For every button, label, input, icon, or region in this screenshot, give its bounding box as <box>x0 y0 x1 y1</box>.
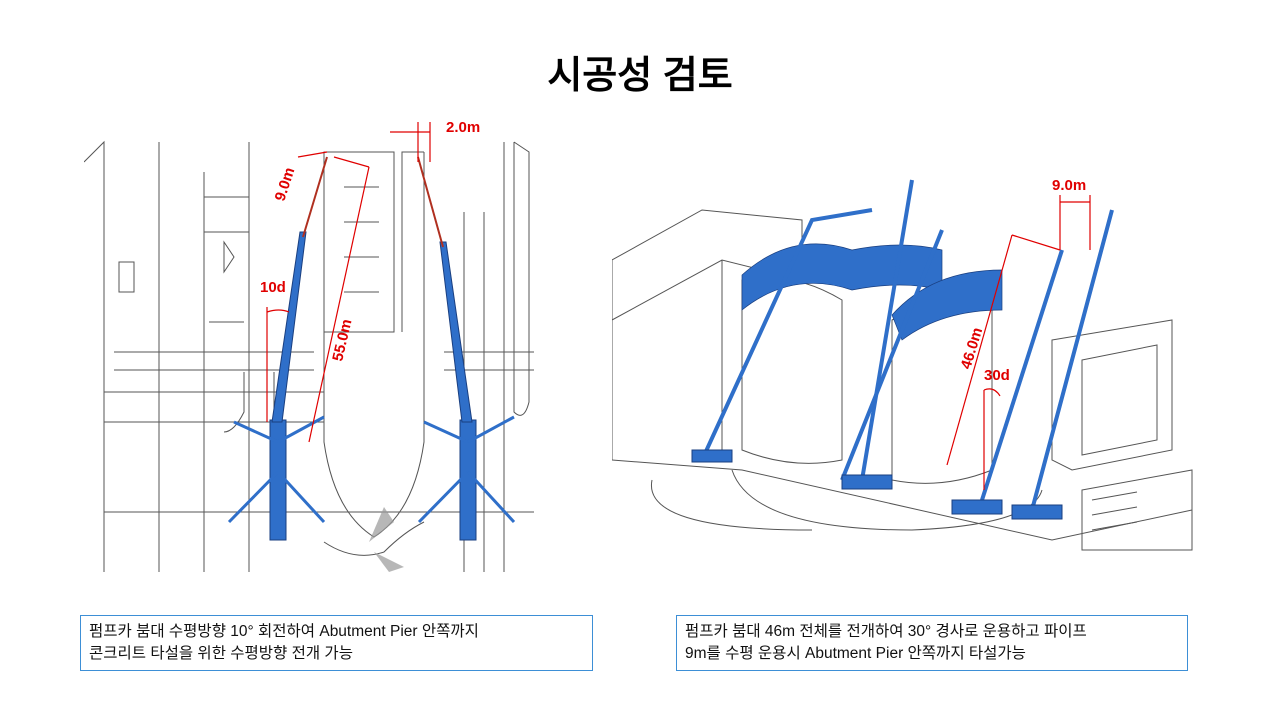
tilt-angle-label: 30d <box>984 367 1010 384</box>
isometric-view-drawing: 9.0m 46.0m 30d <box>611 170 1194 555</box>
north-arrow-icon <box>369 507 404 572</box>
boom-length-label: 55.0m <box>329 318 355 363</box>
right-caption-box: 펌프카 붐대 46m 전체를 전개하여 30° 경사로 운용하고 파이프 9m를… <box>676 615 1188 671</box>
caption-line: 9m를 수평 운용시 Abutment Pier 안쪽까지 타설가능 <box>685 645 1026 662</box>
slide-title: 시공성 검토 <box>547 55 733 97</box>
boom-length-label: 46.0m <box>958 326 987 372</box>
caption-line: 펌프카 붐대 46m 전체를 전개하여 30° 경사로 운용하고 파이프 <box>685 623 1087 640</box>
left-caption-box: 펌프카 붐대 수평방향 10° 회전하여 Abutment Pier 안쪽까지 … <box>80 615 593 671</box>
offset-dimension-label: 2.0m <box>446 119 480 136</box>
caption-line: 콘크리트 타설을 위한 수평방향 전개 가능 <box>89 645 353 662</box>
caption-line: 펌프카 붐대 수평방향 10° 회전하여 Abutment Pier 안쪽까지 <box>89 623 479 640</box>
pipe-length-label: 9.0m <box>272 165 299 203</box>
plan-view-drawing: 2.0m 9.0m 10d 55.0m <box>83 112 534 574</box>
rotation-angle-label: 10d <box>260 279 286 296</box>
pipe-length-label: 9.0m <box>1052 177 1086 194</box>
